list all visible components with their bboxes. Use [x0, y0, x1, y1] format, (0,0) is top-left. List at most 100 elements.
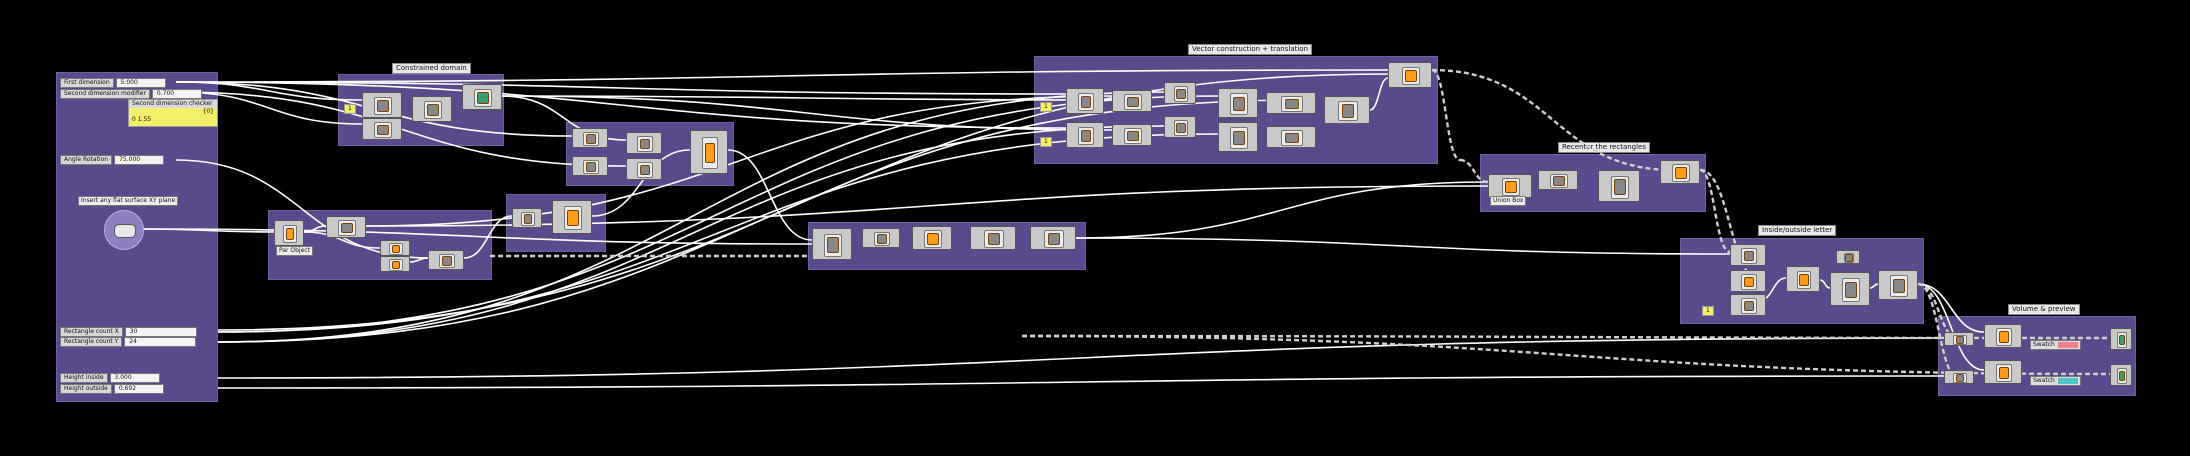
component-node[interactable] — [1112, 90, 1152, 112]
value-panel[interactable]: 1 — [344, 104, 356, 114]
component-node[interactable] — [1066, 122, 1104, 148]
component-node[interactable] — [1730, 244, 1766, 266]
component-node[interactable] — [362, 92, 402, 118]
component-node[interactable] — [326, 216, 366, 238]
value-panel[interactable]: 1 — [1040, 102, 1052, 112]
checker-title: Second dimension checker — [129, 100, 217, 108]
component-node[interactable] — [362, 118, 402, 140]
wire — [591, 149, 691, 217]
component-node[interactable] — [552, 200, 592, 234]
surface-icon — [114, 224, 136, 238]
component-node[interactable] — [1944, 370, 1974, 384]
component-node[interactable] — [380, 240, 410, 256]
component-node[interactable] — [1538, 170, 1578, 190]
surface-param[interactable] — [104, 210, 144, 250]
component-node[interactable] — [1730, 294, 1766, 316]
component-node[interactable] — [1388, 62, 1432, 88]
component-node[interactable] — [1164, 116, 1196, 138]
second-dimension-checker[interactable]: Second dimension checker {0} 0 1.55 — [128, 99, 218, 127]
slider-angle-rotation[interactable]: Angle Rotation 75.000 — [60, 155, 165, 165]
component-icon — [1233, 96, 1245, 112]
component-node[interactable] — [1218, 122, 1258, 152]
component-node[interactable] — [1164, 82, 1196, 104]
component-node[interactable] — [1944, 332, 1974, 346]
component-node[interactable] — [428, 250, 464, 270]
component-icon — [2118, 370, 2126, 382]
component-node[interactable] — [1266, 92, 1316, 114]
component-node[interactable] — [572, 156, 608, 176]
slider-value[interactable]: 0.692 — [113, 384, 164, 394]
component-node[interactable] — [912, 226, 952, 250]
component-node[interactable] — [1266, 126, 1316, 148]
slider-value[interactable]: 3.000 — [109, 373, 160, 383]
component-icon — [1743, 250, 1755, 262]
component-node[interactable] — [412, 96, 452, 122]
component-node[interactable] — [462, 84, 502, 110]
wire — [1075, 181, 1489, 239]
component-node[interactable] — [970, 226, 1016, 250]
component-node[interactable] — [1030, 226, 1076, 250]
component-icon — [427, 103, 439, 117]
component-icon — [1285, 132, 1299, 144]
component-node[interactable] — [1730, 270, 1766, 292]
wire — [175, 91, 363, 125]
slider-label: Height inside — [60, 373, 108, 383]
slider-height-inside[interactable]: Height inside 3.000 — [60, 373, 160, 383]
component-node[interactable] — [2110, 364, 2132, 386]
component-node[interactable] — [1218, 88, 1258, 118]
component-node[interactable] — [1984, 360, 2022, 384]
slider-label: Height outside — [60, 384, 112, 394]
slider-rectangle-count-x[interactable]: Rectangle count X 30 — [60, 327, 197, 337]
component-node[interactable] — [626, 158, 662, 180]
component-node[interactable] — [1836, 250, 1860, 264]
value-panel[interactable]: 1 — [1040, 137, 1052, 147]
component-node[interactable] — [1984, 324, 2022, 348]
swatch-teal[interactable]: Swatch — [2030, 376, 2081, 386]
wire — [1819, 279, 1831, 289]
component-node[interactable] — [1324, 96, 1370, 124]
slider-height-outside[interactable]: Height outside 0.692 — [60, 384, 164, 394]
component-node[interactable] — [1830, 272, 1870, 306]
slider-value[interactable]: 75.000 — [114, 155, 165, 165]
component-node[interactable] — [2110, 328, 2132, 350]
component-node[interactable] — [1786, 266, 1820, 292]
component-node[interactable] — [1112, 124, 1152, 146]
component-icon — [1955, 374, 1965, 382]
recenter-rectangles-label: Recenter the rectangles — [1558, 142, 1651, 153]
swatch-pink[interactable]: Swatch — [2030, 340, 2081, 350]
component-node[interactable] — [626, 132, 662, 154]
component-node[interactable] — [274, 220, 304, 246]
component-node[interactable] — [812, 228, 852, 260]
wire — [217, 337, 1945, 379]
component-node[interactable] — [862, 228, 900, 248]
slider-value[interactable]: 5.000 — [115, 78, 166, 88]
component-node[interactable] — [1066, 88, 1104, 114]
slider-value[interactable]: 30 — [124, 327, 197, 337]
component-icon — [391, 244, 401, 254]
component-node[interactable] — [1878, 270, 1918, 300]
component-icon — [639, 138, 651, 150]
component-node[interactable] — [690, 130, 728, 174]
component-node[interactable] — [1660, 160, 1700, 184]
component-icon — [1799, 273, 1809, 287]
component-icon — [391, 260, 401, 270]
checker-line2: 0 1.55 — [132, 116, 152, 123]
wire — [217, 375, 1945, 389]
component-node[interactable] — [572, 128, 608, 148]
slider-label: First dimension — [60, 78, 114, 88]
wire — [1459, 158, 1489, 184]
component-node[interactable] — [380, 256, 410, 272]
slider-second-dimension-modifier[interactable]: Second dimension modifier 0.700 — [60, 89, 202, 99]
component-icon — [1127, 130, 1139, 142]
wire — [303, 231, 381, 249]
component-node[interactable] — [512, 208, 542, 228]
slider-first-dimension[interactable]: First dimension 5.000 — [60, 78, 166, 88]
component-node[interactable] — [1598, 170, 1640, 202]
value-panel[interactable]: 1 — [1702, 306, 1714, 316]
slider-value[interactable]: 0.700 — [151, 89, 202, 99]
wire — [1021, 334, 2111, 376]
slider-rectangle-count-y[interactable]: Rectangle count Y 24 — [60, 337, 197, 347]
component-node[interactable] — [1488, 174, 1532, 198]
slider-value[interactable]: 24 — [124, 337, 197, 347]
